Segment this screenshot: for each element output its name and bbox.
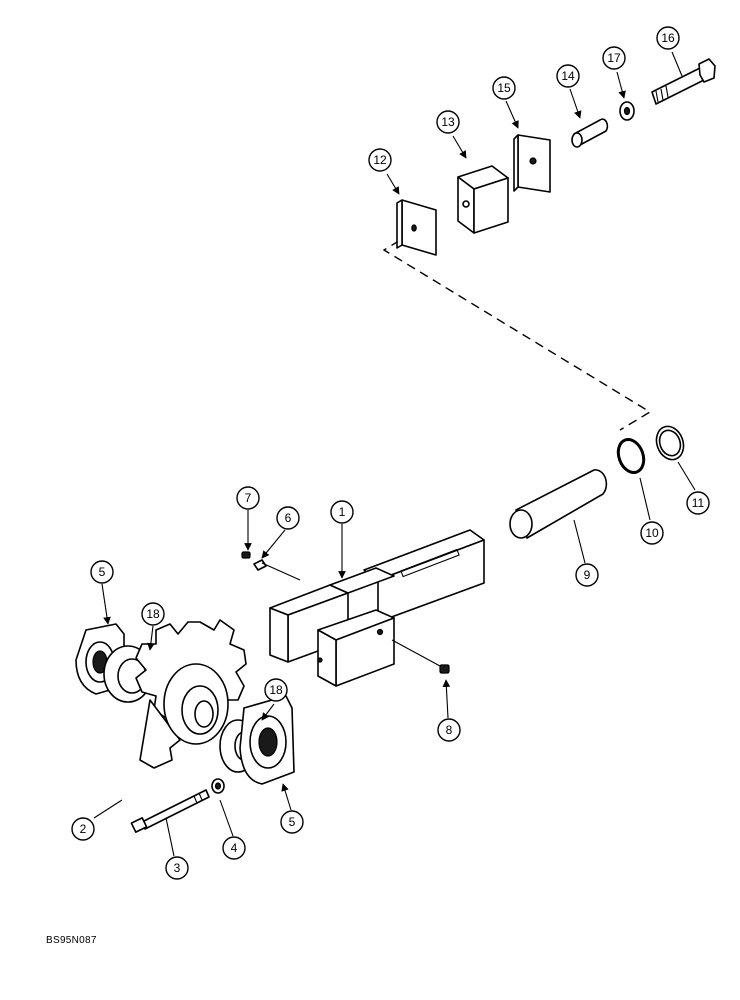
svg-text:8: 8 (446, 723, 453, 737)
svg-text:5: 5 (99, 565, 106, 579)
figure-reference-code: BS95N087 (46, 935, 97, 946)
callout-15: 15 (492, 76, 516, 100)
callout-18-right: 18 (264, 678, 288, 702)
svg-text:10: 10 (645, 526, 659, 540)
leader-lines (93, 51, 696, 857)
callout-16: 16 (656, 26, 680, 50)
svg-text:15: 15 (497, 81, 511, 95)
callout-18-left: 18 (141, 602, 165, 626)
svg-text:1: 1 (339, 505, 346, 519)
part-6-grease-fitting (253, 559, 301, 581)
part-7-set-screw (241, 551, 251, 559)
svg-text:9: 9 (584, 568, 591, 582)
callout-14: 14 (556, 64, 580, 88)
part-5-right-flange (239, 695, 295, 785)
callout-3: 3 (165, 856, 189, 880)
part-4-nut (211, 778, 225, 794)
callout-11: 11 (686, 491, 710, 515)
svg-text:14: 14 (561, 69, 575, 83)
svg-text:2: 2 (80, 822, 87, 836)
part-14-pin (571, 118, 609, 148)
callout-8: 8 (437, 718, 461, 742)
callout-7: 7 (236, 486, 260, 510)
part-11-ring (655, 425, 685, 461)
callout-5-right: 5 (280, 810, 304, 834)
alignment-dashed-line (382, 232, 652, 431)
part-12-plate (396, 199, 437, 256)
svg-text:4: 4 (231, 841, 238, 855)
callout-9: 9 (575, 563, 599, 587)
svg-text:17: 17 (607, 51, 621, 65)
svg-text:16: 16 (661, 31, 675, 45)
svg-text:18: 18 (269, 683, 283, 697)
part-8-set-screw (391, 639, 450, 674)
svg-text:18: 18 (146, 607, 160, 621)
part-16-bolt (651, 58, 716, 105)
callout-13: 13 (436, 110, 460, 134)
part-2-sprocket (135, 619, 247, 769)
part-13-block (457, 165, 509, 234)
svg-text:11: 11 (692, 496, 705, 510)
part-9-shaft (509, 469, 608, 539)
svg-text:13: 13 (441, 115, 455, 129)
part-3-bolt (130, 789, 210, 833)
callout-17: 17 (602, 46, 626, 70)
svg-text:6: 6 (285, 511, 292, 525)
callout-2: 2 (71, 817, 95, 841)
svg-text:3: 3 (174, 861, 181, 875)
callout-5-left: 5 (90, 560, 114, 584)
svg-text:12: 12 (373, 153, 387, 167)
callout-10: 10 (640, 521, 664, 545)
part-17-nut (619, 101, 635, 121)
svg-text:7: 7 (245, 491, 252, 505)
callout-4: 4 (222, 836, 246, 860)
callout-6: 6 (276, 506, 300, 530)
svg-text:5: 5 (289, 815, 296, 829)
part-15-plate (513, 134, 551, 193)
callout-1: 1 (330, 500, 354, 524)
callout-12: 12 (368, 148, 392, 172)
part-10-o-ring (616, 438, 646, 474)
part-1-yoke-bracket (269, 529, 485, 687)
